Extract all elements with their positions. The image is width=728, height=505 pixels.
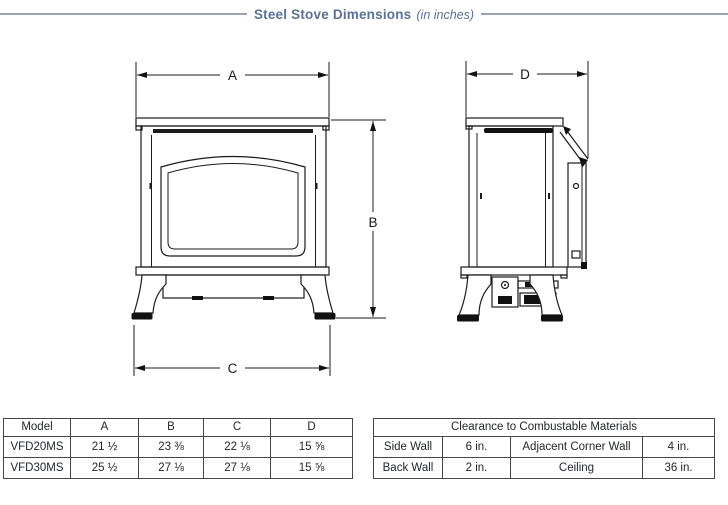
side-view-drawing	[457, 117, 589, 322]
stove-dimension-diagram: A B C	[131, 61, 589, 376]
model-dim-a: 25 ½	[70, 457, 139, 479]
page-header: Steel Stove Dimensions (in inches)	[0, 5, 728, 23]
model-dimensions-table: Model A B C D VFD20MS 21 ½ 23 ⅜ 22 ⅛ 15 …	[3, 418, 353, 479]
table-row: VFD20MS 21 ½ 23 ⅜ 22 ⅛ 15 ⅝	[3, 436, 353, 458]
clearance-value: 2 in.	[442, 457, 511, 479]
model-dim-c: 22 ⅛	[203, 436, 271, 458]
models-header-c: C	[203, 418, 271, 437]
clearance-value: 36 in.	[641, 457, 716, 479]
model-dim-c: 27 ⅛	[203, 457, 271, 479]
clearance-location: Side Wall	[373, 436, 443, 458]
clearance-table: Clearance to Combustable Materials Side …	[372, 418, 716, 479]
page-title-main: Steel Stove Dimensions	[253, 6, 412, 22]
models-header-a: A	[70, 418, 139, 437]
clearance-value: 4 in.	[641, 436, 716, 458]
model-dim-b: 23 ⅜	[138, 436, 204, 458]
clearance-header-row: Clearance to Combustable Materials	[372, 418, 716, 437]
dim-label-b: B	[368, 215, 377, 230]
clearance-location: Adjacent Corner Wall	[510, 436, 643, 458]
models-header-row: Model A B C D	[3, 418, 353, 437]
title-rule-right	[481, 13, 728, 15]
model-name: VFD30MS	[3, 457, 71, 479]
table-row: VFD30MS 25 ½ 27 ⅛ 27 ⅛ 15 ⅝	[3, 457, 353, 479]
models-header-model: Model	[3, 418, 71, 437]
title-rule-left	[0, 13, 247, 15]
model-dim-d: 15 ⅝	[270, 457, 353, 479]
table-row: Side Wall 6 in. Adjacent Corner Wall 4 i…	[373, 436, 716, 458]
model-dim-b: 27 ⅛	[138, 457, 204, 479]
model-dim-d: 15 ⅝	[270, 436, 353, 458]
model-dim-a: 21 ½	[70, 436, 139, 458]
dim-label-c: C	[228, 361, 238, 376]
table-row: Back Wall 2 in. Ceiling 36 in.	[373, 457, 716, 479]
dimension-d: D	[465, 61, 589, 158]
clearance-table-title: Clearance to Combustable Materials	[372, 418, 716, 437]
model-name: VFD20MS	[3, 436, 71, 458]
dim-label-a: A	[228, 68, 237, 83]
page-title-units: (in inches)	[416, 7, 475, 22]
clearance-location: Back Wall	[373, 457, 443, 479]
dimension-b: B	[331, 119, 386, 319]
dim-label-d: D	[520, 67, 530, 82]
page-title: Steel Stove Dimensions (in inches)	[254, 7, 474, 22]
dimension-c: C	[133, 325, 331, 376]
dimension-a: A	[135, 62, 330, 117]
models-header-d: D	[270, 418, 353, 437]
front-view-drawing	[131, 117, 336, 320]
clearance-value: 6 in.	[442, 436, 511, 458]
models-header-b: B	[138, 418, 204, 437]
clearance-location: Ceiling	[510, 457, 643, 479]
